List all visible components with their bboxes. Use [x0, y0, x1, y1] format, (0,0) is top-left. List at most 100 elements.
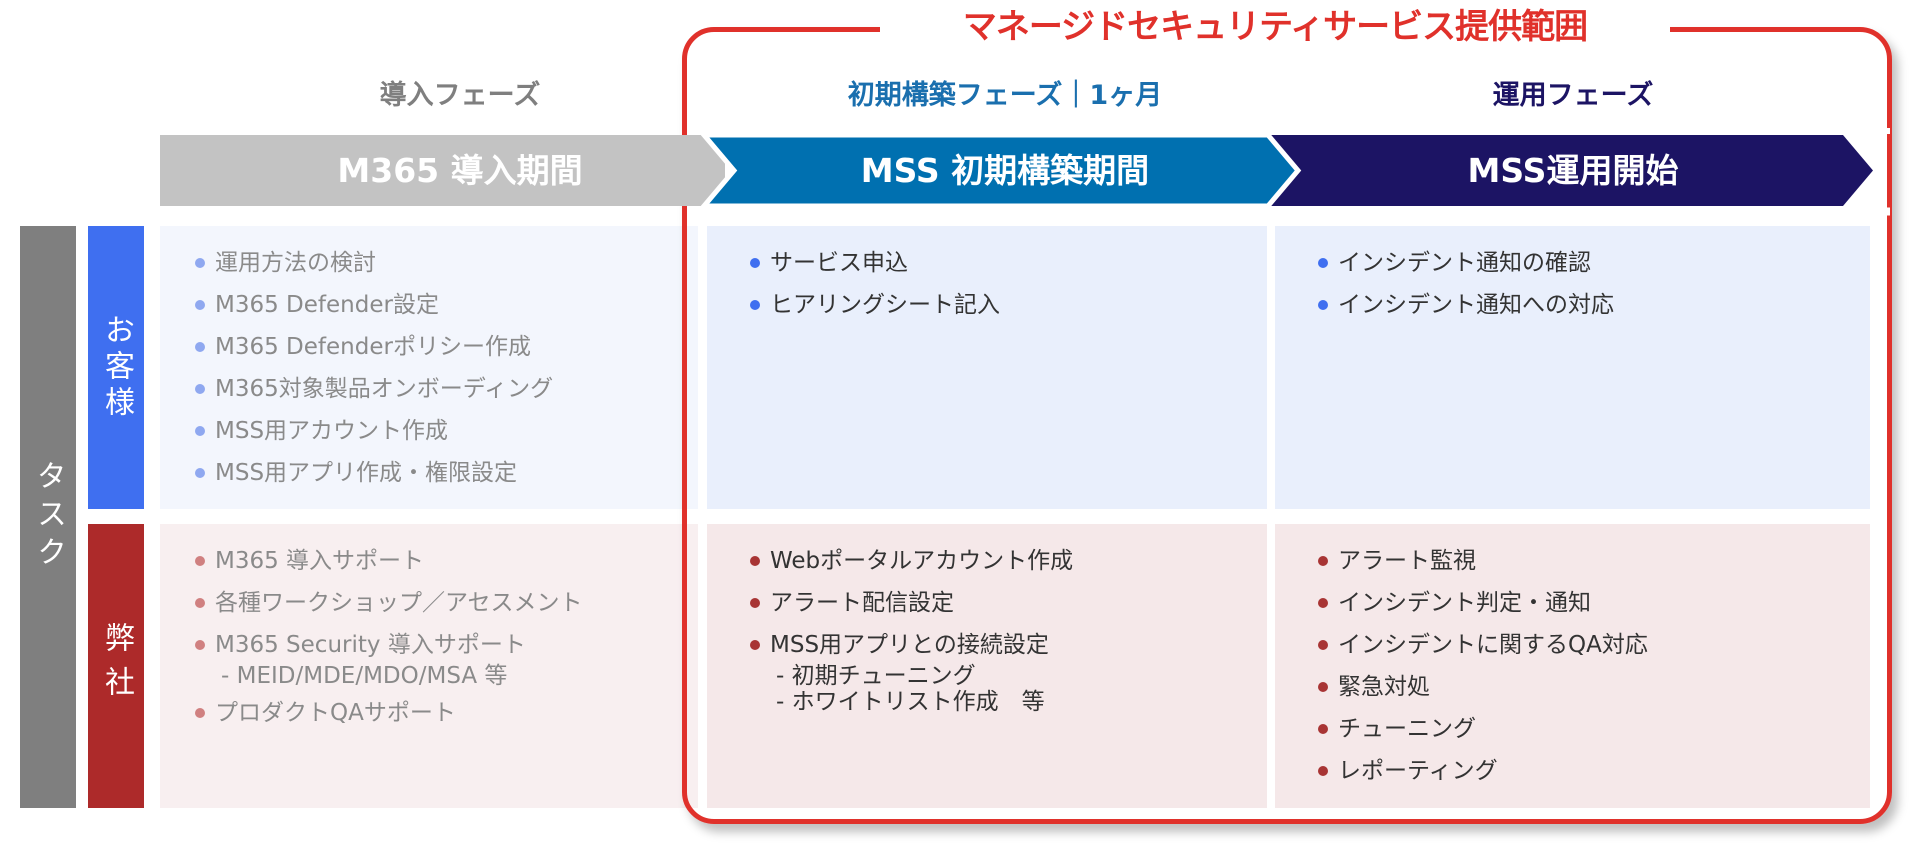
bullet-icon: [1318, 640, 1328, 650]
bullet-icon: [195, 708, 205, 718]
mss-scope-title: マネージドセキュリティサービス提供範囲: [880, 4, 1670, 50]
task-item: インシデントに関するQA対応: [1318, 624, 1870, 666]
task-item-text: レポーティング: [1338, 758, 1498, 784]
bullet-icon: [750, 300, 760, 310]
task-list: 運用方法の検討 M365 Defender設定 M365 Defenderポリシー作…: [195, 242, 698, 494]
task-item-text: MSS用アカウント作成: [215, 418, 449, 444]
task-item: 緊急対処: [1318, 666, 1870, 708]
task-item: MSS用アプリ作成・権限設定: [195, 452, 698, 494]
task-item: M365 導入サポート: [195, 540, 698, 582]
task-item: M365 Defender設定: [195, 284, 698, 326]
task-item-text: アラート配信設定: [770, 590, 954, 616]
task-item-text: M365 導入サポート: [215, 548, 425, 574]
bullet-icon: [195, 384, 205, 394]
task-item-text: M365対象製品オンボーディング: [215, 376, 554, 402]
phase-arrow-band: [160, 128, 1890, 216]
task-bar: タスク: [20, 226, 76, 808]
task-item-text: チューニング: [1338, 716, 1476, 742]
bullet-icon: [1318, 258, 1328, 268]
task-item-text: アラート監視: [1338, 548, 1476, 574]
task-item-text: インシデント判定・通知: [1338, 590, 1591, 616]
task-item-text: MSS用アプリとの接続設定: [770, 632, 1049, 658]
company-label: 弊社: [99, 622, 134, 710]
task-item-text: MSS用アプリ作成・権限設定: [215, 460, 518, 486]
arrow-introduction: [160, 135, 725, 206]
task-list: Webポータルアカウント作成アラート配信設定 MSS用アプリとの接続設定 - 初期チ…: [750, 540, 1267, 718]
bullet-icon: [750, 598, 760, 608]
phase-label-initial-build: 初期構築フェーズ｜1ヶ月: [847, 80, 1163, 111]
task-subitem-text: - 初期チューニング: [776, 663, 976, 689]
task-list: アラート監視インシデント判定・通知インシデントに関するQA対応緊急対処チューニン…: [1318, 540, 1870, 792]
task-item: MSS用アカウント作成: [195, 410, 698, 452]
task-item: 運用方法の検討: [195, 242, 698, 284]
task-item-text: 各種ワークショップ／アセスメント: [215, 590, 583, 616]
task-subitem-text: - MEID/MDE/MDO/MSA 等: [221, 663, 508, 689]
band-introduction: M365 導入期間: [337, 151, 583, 190]
customer-label: お客様: [99, 313, 134, 422]
task-item-text: M365 Defender設定: [215, 292, 439, 318]
bullet-icon: [1318, 766, 1328, 776]
task-item: M365 Defenderポリシー作成: [195, 326, 698, 368]
bullet-icon: [195, 556, 205, 566]
task-item: レポーティング: [1318, 750, 1870, 792]
bullet-icon: [195, 468, 205, 478]
cell-customer-initial-build: サービス申込ヒアリングシート記入: [707, 226, 1267, 509]
task-item: プロダクトQAサポート: [195, 692, 698, 734]
task-list: M365 導入サポート各種ワークショップ／アセスメント M365 Security…: [195, 540, 698, 734]
task-subitem-text: - ホワイトリスト作成 等: [776, 689, 1045, 715]
customer-bar: お客様: [88, 226, 144, 509]
task-item-text: Webポータルアカウント作成: [770, 548, 1074, 574]
task-label: タスク: [31, 460, 66, 574]
task-item: アラート監視: [1318, 540, 1870, 582]
cell-customer-introduction: 運用方法の検討 M365 Defender設定 M365 Defenderポリシー作…: [160, 226, 698, 509]
task-item: Webポータルアカウント作成: [750, 540, 1267, 582]
task-item: チューニング: [1318, 708, 1870, 750]
cell-company-initial-build: Webポータルアカウント作成アラート配信設定 MSS用アプリとの接続設定 - 初期チ…: [707, 524, 1267, 808]
task-item: M365 Security 導入サポート - MEID/MDE/MDO/MSA 等: [195, 624, 698, 692]
phase-label-introduction: 導入フェーズ: [379, 80, 541, 111]
bullet-icon: [750, 640, 760, 650]
task-item-text: M365 Security 導入サポート: [215, 632, 526, 658]
company-bar: 弊社: [88, 524, 144, 808]
cell-company-introduction: M365 導入サポート各種ワークショップ／アセスメント M365 Security…: [160, 524, 698, 808]
bullet-icon: [195, 640, 205, 650]
bullet-icon: [195, 598, 205, 608]
task-list: インシデント通知の確認インシデント通知への対応: [1318, 242, 1870, 326]
bullet-icon: [195, 300, 205, 310]
task-item: インシデント通知への対応: [1318, 284, 1870, 326]
task-item: インシデント判定・通知: [1318, 582, 1870, 624]
bullet-icon: [1318, 556, 1328, 566]
task-item-text: 緊急対処: [1338, 674, 1430, 700]
task-item: MSS用アプリとの接続設定 - 初期チューニング- ホワイトリスト作成 等: [750, 624, 1267, 718]
task-item-text: M365 Defenderポリシー作成: [215, 334, 531, 360]
task-item-text: インシデント通知の確認: [1338, 250, 1591, 276]
bullet-icon: [195, 258, 205, 268]
task-item-text: インシデントに関するQA対応: [1338, 632, 1648, 658]
cell-company-operation: アラート監視インシデント判定・通知インシデントに関するQA対応緊急対処チューニン…: [1275, 524, 1870, 808]
task-item-text: サービス申込: [770, 250, 908, 276]
task-item: アラート配信設定: [750, 582, 1267, 624]
task-label-wrap: タスク: [20, 226, 76, 808]
bullet-icon: [1318, 724, 1328, 734]
bullet-icon: [195, 342, 205, 352]
task-item-text: 運用方法の検討: [215, 250, 376, 276]
bullet-icon: [1318, 300, 1328, 310]
task-item: インシデント通知の確認: [1318, 242, 1870, 284]
task-list: サービス申込ヒアリングシート記入: [750, 242, 1267, 326]
cell-customer-operation: インシデント通知の確認インシデント通知への対応: [1275, 226, 1870, 509]
task-item-text: インシデント通知への対応: [1338, 292, 1614, 318]
bullet-icon: [1318, 598, 1328, 608]
arrow-operation: [1268, 135, 1873, 206]
band-initial-build: MSS 初期構築期間: [860, 151, 1150, 190]
bullet-icon: [195, 426, 205, 436]
arrow-initial-build: [698, 132, 1302, 209]
bullet-icon: [750, 258, 760, 268]
task-item: M365対象製品オンボーディング: [195, 368, 698, 410]
bullet-icon: [750, 556, 760, 566]
task-item-text: ヒアリングシート記入: [770, 292, 1000, 318]
task-item: ヒアリングシート記入: [750, 284, 1267, 326]
task-item: サービス申込: [750, 242, 1267, 284]
task-item-text: プロダクトQAサポート: [215, 700, 456, 726]
task-item: 各種ワークショップ／アセスメント: [195, 582, 698, 624]
band-operation: MSS運用開始: [1467, 151, 1679, 190]
